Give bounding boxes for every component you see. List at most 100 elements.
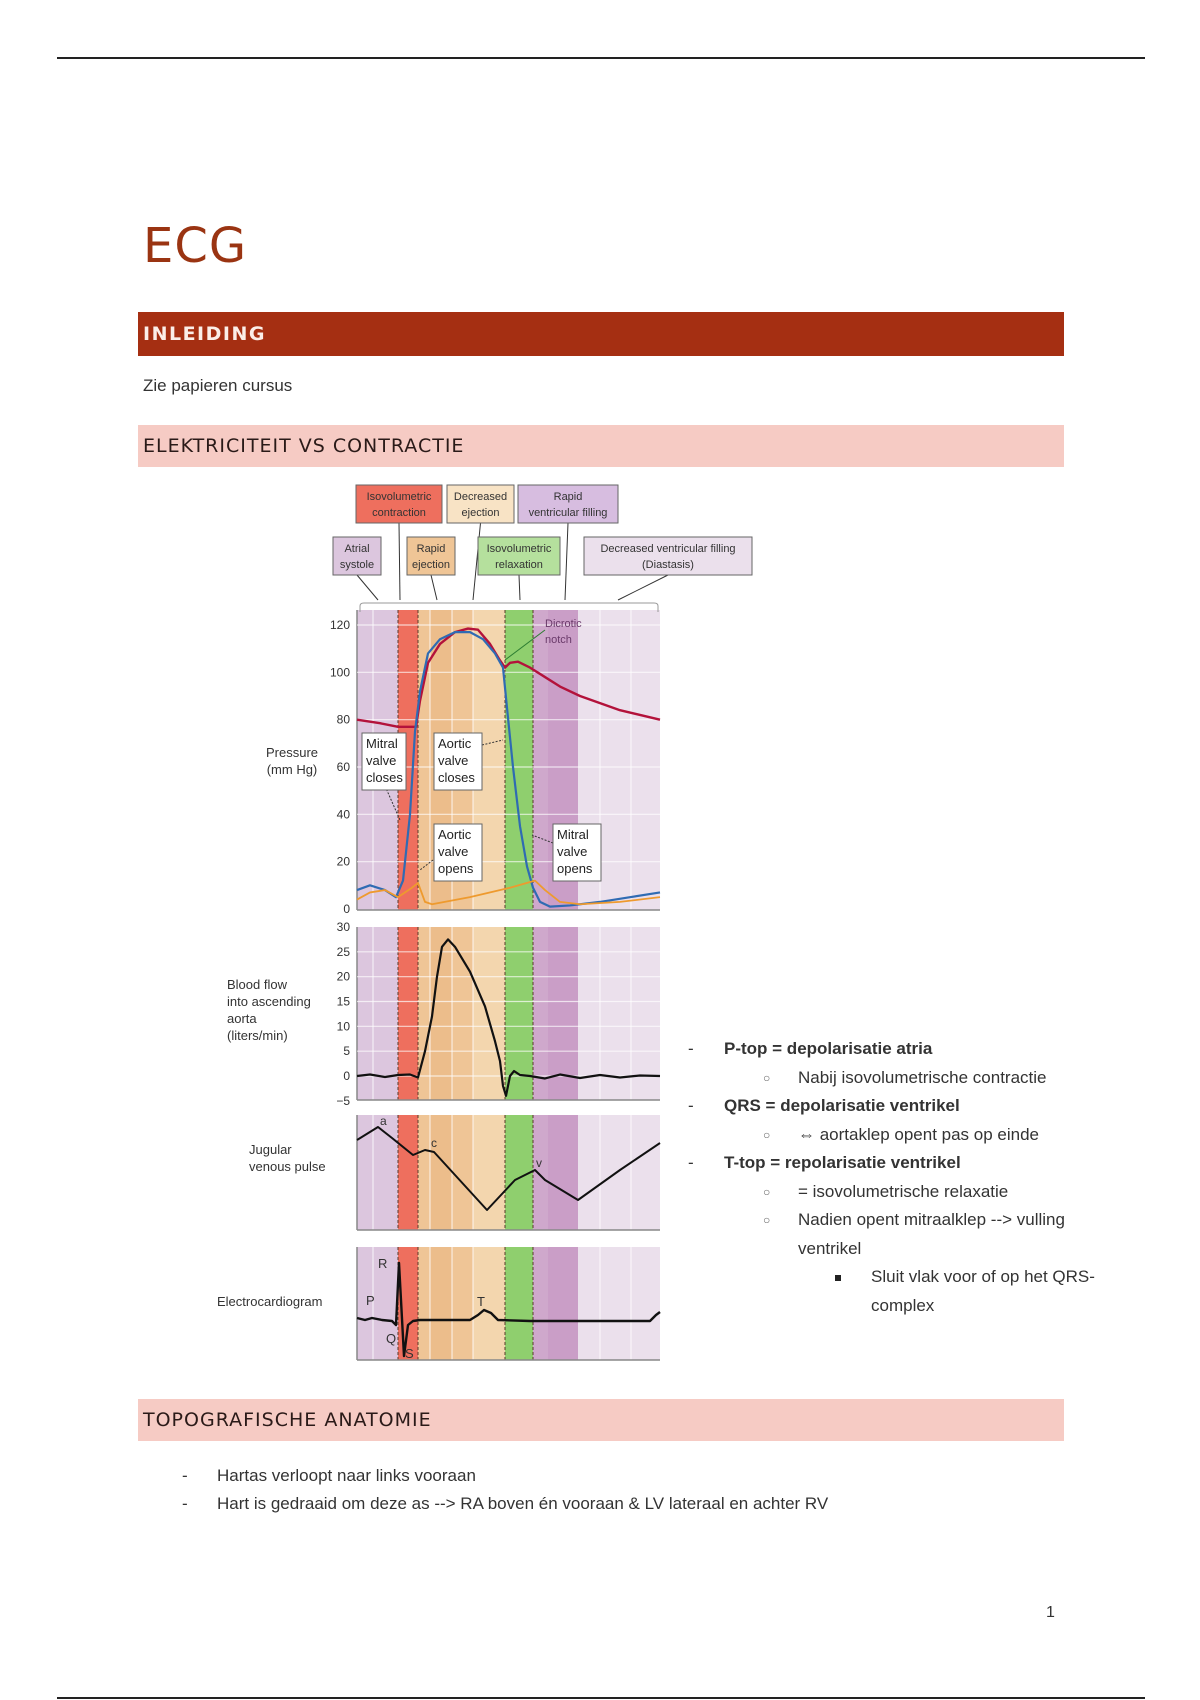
phase-shade <box>548 1247 578 1360</box>
phase-band-diastasis <box>578 927 660 1100</box>
annotation-mitral-valve-closes: Mitral <box>366 736 398 751</box>
pressure-tick-label: 120 <box>330 618 350 632</box>
section-heading-topografische-anatomie: TOPOGRAFISCHE ANATOMIE <box>138 1399 1064 1441</box>
phase-band-atrial-systole <box>357 1247 398 1360</box>
annotation-aortic-valve-opens: opens <box>438 861 474 876</box>
pressure-tick-label: 80 <box>337 713 351 727</box>
phase-label-atrial-systole: Atrial <box>344 543 369 555</box>
phase-band-isovolumetric-relaxation <box>505 927 533 1100</box>
phase-label-rapid-ejection-box <box>406 536 456 576</box>
flow-axis-label: (liters/min) <box>227 1028 288 1043</box>
annotation-aortic-valve-closes-pointer <box>481 739 504 746</box>
ecg-wave-r: R <box>378 1256 387 1271</box>
note-bullet: - <box>688 1153 694 1172</box>
phase-label-rapid-ventricular-filling: ventricular filling <box>529 507 608 519</box>
annotation-aortic-valve-opens-pointer <box>419 859 434 871</box>
phase-band-atrial-systole <box>357 927 398 1100</box>
atrial-pressure-curve <box>356 879 661 906</box>
ventricular-pressure-curve <box>356 631 661 908</box>
note-text: Nabij isovolumetrische contractie <box>798 1067 1047 1087</box>
note-text: Sluit vlak voor of op het QRS- <box>871 1267 1095 1286</box>
pressure-axis-label: Pressure <box>266 745 318 760</box>
annotation-dicrotic-notch: Dicrotic <box>545 618 582 630</box>
annotation-mitral-valve-closes-box <box>361 732 407 791</box>
phase-band-atrial-systole <box>357 1115 398 1230</box>
annotation-mitral-valve-opens: Mitral <box>557 827 589 842</box>
annotation-mitral-valve-opens: opens <box>557 861 593 876</box>
flow-tick-label: 25 <box>337 945 351 959</box>
flow-tick-label: 0 <box>343 1069 350 1083</box>
flow-axis-label: aorta <box>227 1011 257 1026</box>
flow-tick-label: −5 <box>336 1094 350 1108</box>
phase-label-diastasis-box <box>583 536 753 576</box>
phase-band-isovolumetric-relaxation <box>505 1247 533 1360</box>
annotation-aortic-valve-opens: Aortic <box>438 827 472 842</box>
aortic-flow-curve <box>356 938 661 1097</box>
phase-band-decreased-ejection <box>473 1115 505 1230</box>
phase-label-atrial-systole: systole <box>340 559 374 571</box>
ecg-wave-t: T <box>477 1294 485 1309</box>
ecg-wave-p: P <box>366 1293 375 1308</box>
note-bullet <box>835 1275 841 1281</box>
phase-label-diastasis: (Diastasis) <box>642 559 694 571</box>
note-text: P-top = depolarisatie atria <box>724 1039 933 1058</box>
annotation-aortic-valve-closes: Aortic <box>438 736 472 751</box>
phase-label-decreased-ejection-box <box>446 484 515 524</box>
list-bullet: - <box>182 1494 188 1513</box>
annotation-aortic-valve-opens: valve <box>438 844 468 859</box>
phase-label-isovolumetric-relaxation-box <box>477 536 561 576</box>
note-text: ⇔ aortaklep opent pas op einde <box>798 1124 1040 1144</box>
phase-bracket <box>359 602 659 612</box>
phase-label-rapid-ejection: ejection <box>412 559 450 571</box>
phase-shade <box>430 1247 452 1360</box>
phase-band-isovolumetric-contraction <box>398 610 418 910</box>
list-bullet: - <box>182 1466 188 1485</box>
annotation-mitral-valve-closes-pointer <box>384 785 401 821</box>
note-bullet: - <box>688 1039 694 1058</box>
phase-shade <box>548 927 578 1100</box>
flow-axis-label: into ascending <box>227 994 311 1009</box>
phase-label-isovolumetric-relaxation-pointer <box>518 574 521 601</box>
phase-label-atrial-systole-pointer <box>356 574 379 601</box>
phase-band-decreased-ejection <box>473 927 505 1100</box>
jvp-wave-a: a <box>380 1114 387 1128</box>
annotation-mitral-valve-closes: closes <box>366 770 403 785</box>
annotation-aortic-valve-closes: valve <box>438 753 468 768</box>
flow-tick-label: 5 <box>343 1044 350 1058</box>
note-bullet: ○ <box>763 1184 771 1199</box>
pressure-axis-label: (mm Hg) <box>267 762 318 777</box>
ecg-wave-q: Q <box>386 1331 396 1346</box>
phase-label-isovolumetric-relaxation: relaxation <box>495 559 543 571</box>
note-text: = isovolumetrische relaxatie <box>798 1181 1009 1201</box>
ecg-axis-label: Electrocardiogram <box>217 1294 323 1309</box>
flow-tick-label: 20 <box>337 970 351 984</box>
phase-band-isovolumetric-contraction <box>398 1115 418 1230</box>
phase-band-isovolumetric-relaxation <box>505 610 533 910</box>
phase-shade <box>430 1115 452 1230</box>
phase-label-isovolumetric-relaxation: Isovolumetric <box>487 543 552 555</box>
phase-label-decreased-ejection: ejection <box>462 507 500 519</box>
ecg-curve <box>356 1261 661 1358</box>
phase-label-decreased-ejection: Decreased <box>454 491 507 503</box>
phase-label-isovolumetric-contraction: Isovolumetric <box>367 491 432 503</box>
pressure-tick-label: 60 <box>337 760 351 774</box>
note-text: T-top = repolarisatie ventrikel <box>724 1153 961 1172</box>
phase-label-diastasis-pointer <box>617 574 669 601</box>
jvp-axis-label: venous pulse <box>249 1159 326 1174</box>
section-heading-elektriciteit: ELEKTRICITEIT VS CONTRACTIE <box>138 425 1064 467</box>
footer-rule <box>57 1697 1145 1699</box>
phase-label-rapid-ventricular-filling: Rapid <box>554 491 583 503</box>
annotation-aortic-valve-closes: closes <box>438 770 475 785</box>
document-title: ECG <box>143 218 248 274</box>
anatomy-item: Hartas verloopt naar links vooraan <box>217 1466 476 1485</box>
phase-label-rapid-ventricular-filling-box <box>517 484 619 524</box>
jvp-wave-c: c <box>431 1136 437 1150</box>
note-text: Nadien opent mitraalklep --> vulling <box>798 1210 1065 1229</box>
pressure-tick-label: 100 <box>330 665 350 679</box>
phase-label-rapid-ejection-pointer <box>430 574 438 601</box>
flow-axis-label: Blood flow <box>227 977 288 992</box>
note-text: QRS = depolarisatie ventrikel <box>724 1096 960 1115</box>
ecg-wave-s: S <box>405 1346 414 1361</box>
phase-label-rapid-ejection: Rapid <box>417 543 446 555</box>
